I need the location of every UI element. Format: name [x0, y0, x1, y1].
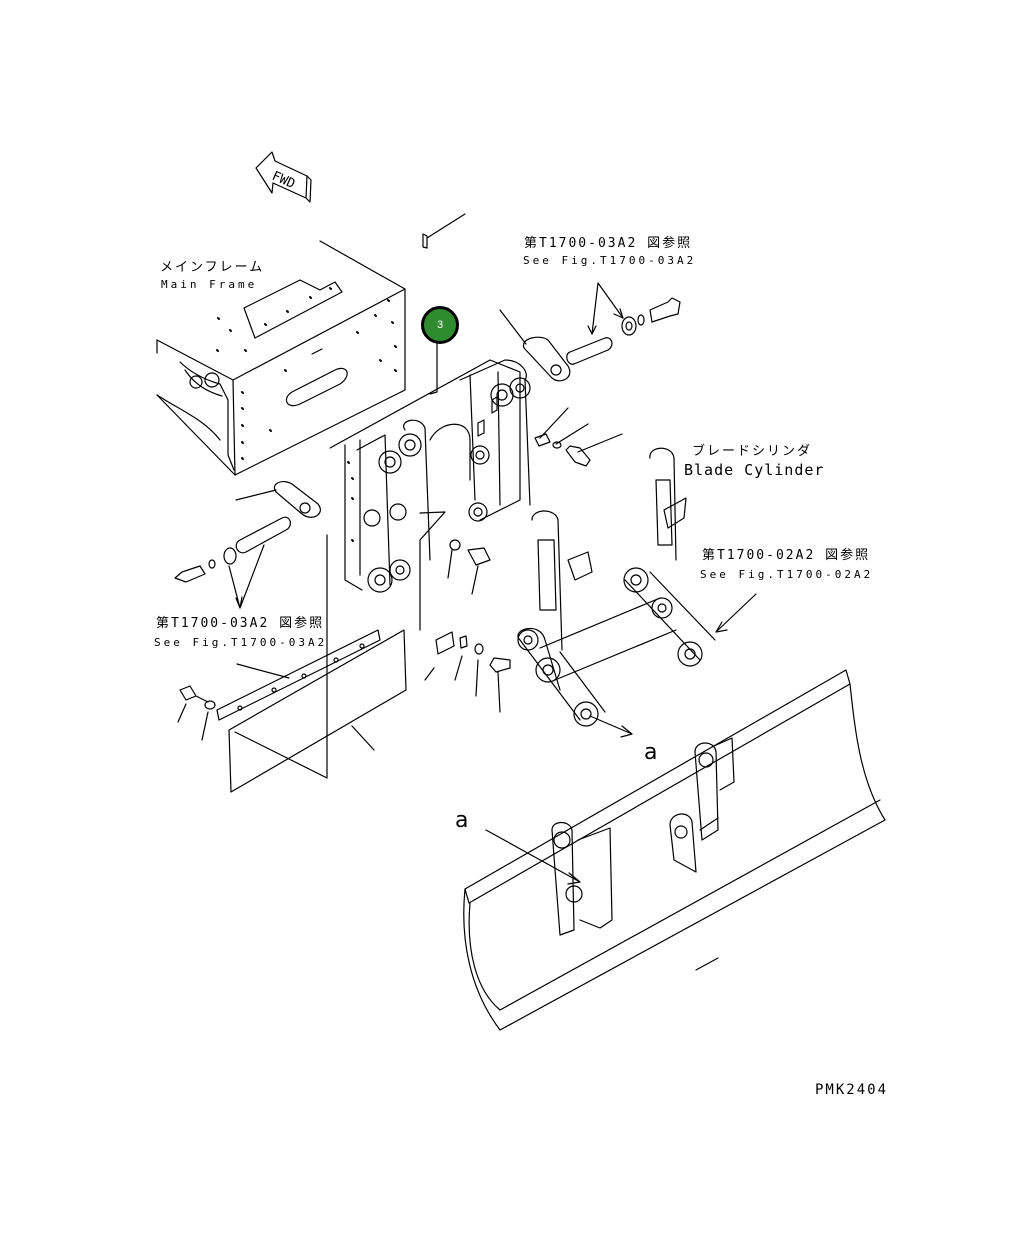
- blade-cylinder-label-en: Blade Cylinder: [684, 461, 825, 479]
- blade-mount-bracket: [329, 359, 531, 593]
- dozer-blade: [463, 669, 886, 1031]
- see-fig-right-label-jp: 第T1700-02A2 図参照: [702, 548, 871, 563]
- blade-cylinder-left: [517, 510, 606, 727]
- blade-cylinder-right: [539, 447, 757, 681]
- left-pin-assembly: [174, 480, 321, 609]
- pin-set-center: [419, 511, 511, 713]
- main-frame-label-en: Main Frame: [161, 278, 258, 291]
- main-frame: [156, 240, 406, 476]
- callout-leader: [429, 343, 438, 395]
- blade-cylinder-label-jp: ブレードシリンダ: [692, 444, 813, 459]
- main-frame-label-jp: メインフレーム: [160, 260, 265, 275]
- see-fig-top-label-en: See Fig.T1700-03A2: [523, 254, 697, 267]
- lower-guard-plates: [177, 534, 407, 793]
- fwd-arrow-icon: FWD: [255, 151, 312, 203]
- ref-arrow-a-right: [589, 715, 633, 738]
- part-callout-3[interactable]: 3: [421, 306, 459, 344]
- ref-label-a-left: a: [455, 808, 469, 833]
- callout-number: 3: [436, 319, 444, 331]
- bolt-set-right: [534, 407, 623, 467]
- ref-label-a-right: a: [644, 740, 658, 765]
- top-pin-assembly: [499, 282, 681, 382]
- see-fig-left-label-jp: 第T1700-03A2 図参照: [156, 616, 325, 631]
- see-fig-top-label-jp: 第T1700-03A2 図参照: [524, 236, 693, 251]
- see-fig-left-label-en: See Fig.T1700-03A2: [154, 636, 328, 649]
- see-fig-right-label-en: See Fig.T1700-02A2: [700, 568, 874, 581]
- ref-arrow-a-left: [485, 829, 581, 885]
- key-part: [422, 213, 466, 249]
- drawing-code: PMK2404: [815, 1082, 889, 1098]
- fwd-label: FWD: [270, 169, 298, 192]
